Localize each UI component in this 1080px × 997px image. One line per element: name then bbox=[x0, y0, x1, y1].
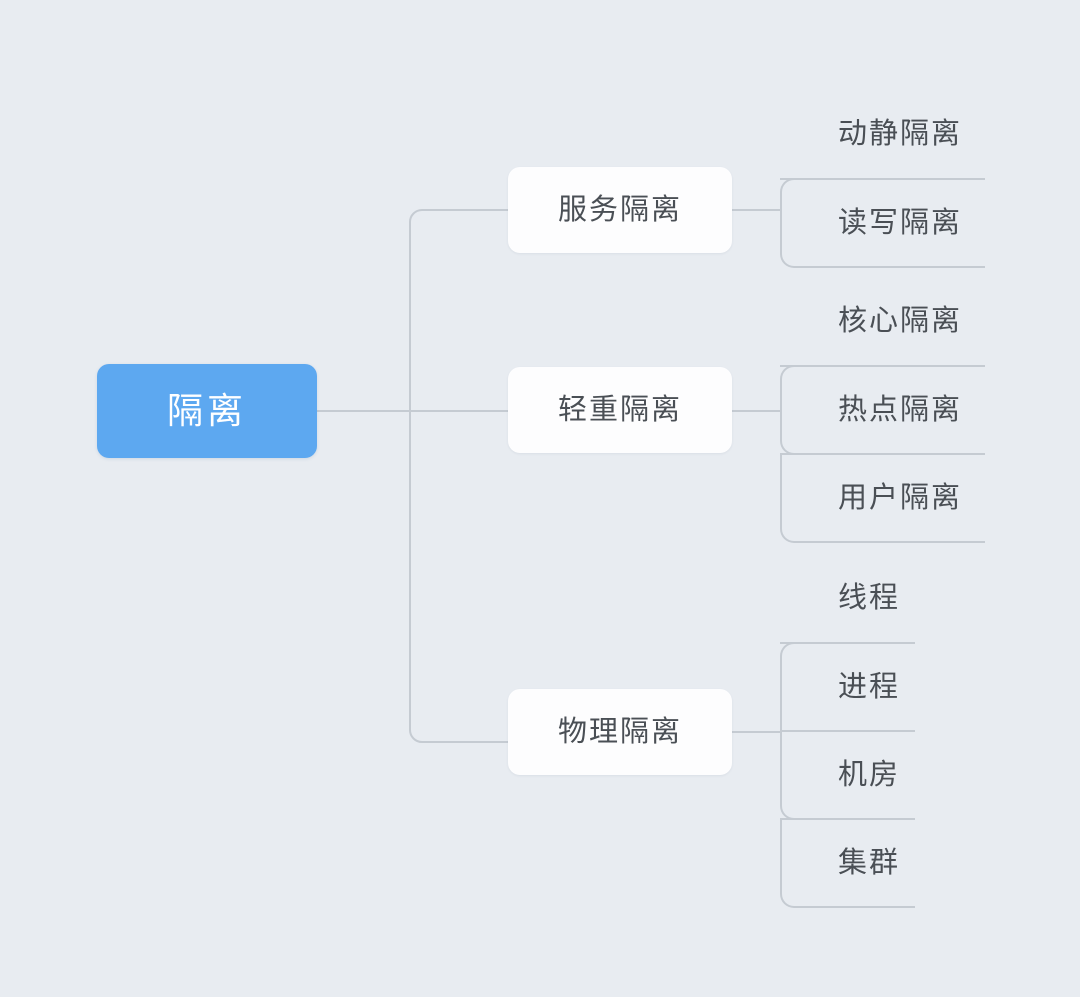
leaf-label: 读写隔离 bbox=[838, 206, 963, 239]
leaf-group-light-heavy-isolation: 核心隔离 热点隔离 用户隔离 bbox=[780, 277, 985, 543]
leaf-label: 热点隔离 bbox=[838, 393, 963, 426]
branch-node-label: 物理隔离 bbox=[557, 715, 682, 748]
leaf-label: 进程 bbox=[838, 670, 901, 703]
leaf-card[interactable]: 集群 bbox=[780, 818, 915, 908]
leaf-label: 线程 bbox=[838, 581, 901, 614]
leaf-card[interactable]: 用户隔离 bbox=[780, 453, 985, 543]
leaf-card[interactable]: 热点隔离 bbox=[780, 365, 985, 455]
branch-node-physical-isolation[interactable]: 物理隔离 bbox=[508, 689, 732, 775]
leaf-card[interactable]: 核心隔离 bbox=[780, 277, 985, 367]
leaf-label: 用户隔离 bbox=[838, 481, 963, 514]
leaf-label: 机房 bbox=[838, 758, 901, 791]
leaf-card[interactable]: 线程 bbox=[780, 554, 915, 644]
leaf-group-physical-isolation: 线程 进程 机房 集群 bbox=[780, 554, 915, 908]
branch-node-light-heavy-isolation[interactable]: 轻重隔离 bbox=[508, 367, 732, 453]
root-node-label: 隔离 bbox=[166, 390, 247, 431]
leaf-card[interactable]: 机房 bbox=[780, 730, 915, 820]
leaf-label: 核心隔离 bbox=[838, 304, 963, 337]
leaf-group-service-isolation: 动静隔离 读写隔离 bbox=[780, 90, 985, 268]
leaf-label: 集群 bbox=[838, 846, 901, 879]
leaf-card[interactable]: 读写隔离 bbox=[780, 178, 985, 268]
root-node[interactable]: 隔离 bbox=[97, 364, 317, 458]
branch-node-service-isolation[interactable]: 服务隔离 bbox=[508, 167, 732, 253]
branch-node-label: 轻重隔离 bbox=[557, 393, 682, 426]
leaf-label: 动静隔离 bbox=[838, 117, 963, 150]
connector-root-spine bbox=[409, 209, 508, 743]
branch-node-label: 服务隔离 bbox=[557, 193, 682, 226]
leaf-card[interactable]: 进程 bbox=[780, 642, 915, 732]
leaf-card[interactable]: 动静隔离 bbox=[780, 90, 985, 180]
